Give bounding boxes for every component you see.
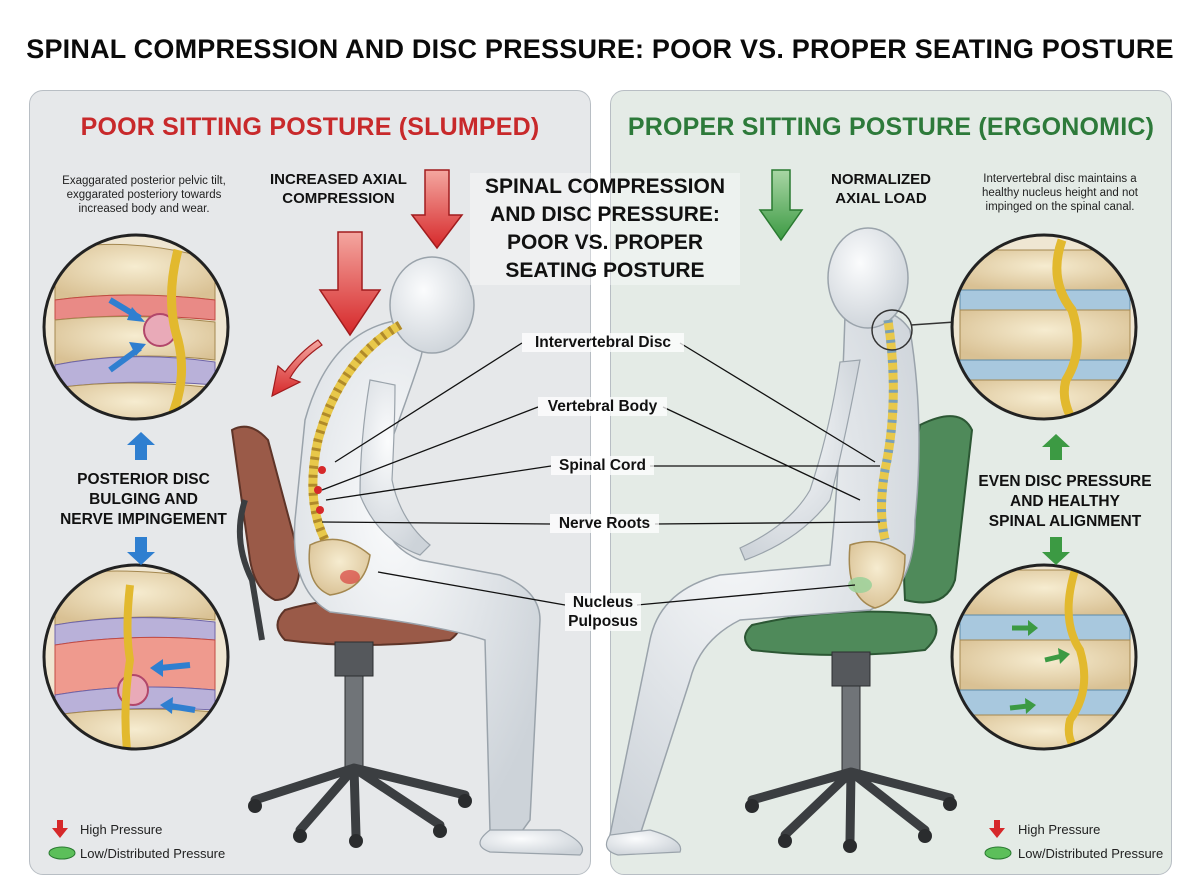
poor-disc-detail-top — [42, 233, 230, 421]
poor-posture-note: Exaggarated posterior pelvic tilt,exggar… — [62, 175, 226, 215]
label-vertebral-body: Vertebral Body — [538, 397, 667, 416]
label-nerve-roots: Nerve Roots — [550, 514, 659, 533]
label-spinal-cord: Spinal Cord — [551, 456, 654, 475]
legend-glyphs — [48, 820, 1012, 860]
right-callout-arrows — [1042, 434, 1070, 565]
legend-low-pressure: Low/Distributed Pressure — [80, 845, 226, 861]
left-callout-arrows — [127, 432, 155, 565]
label-intervertebral-disc: Intervertebral Disc — [522, 333, 684, 352]
slumped-figure — [293, 256, 584, 856]
legend-high-pressure: High Pressure — [80, 821, 163, 837]
poor-disc-detail-bottom — [42, 563, 230, 751]
proper-disc-detail-top — [950, 233, 1138, 421]
main-title: SPINAL COMPRESSION AND DISC PRESSURE: PO… — [26, 34, 1174, 64]
legend-low-pressure: Low/Distributed Pressure — [1018, 845, 1164, 861]
poor-posture-title: POOR SITTING POSTURE (SLUMPED) — [80, 113, 540, 141]
high-pressure-arrows — [271, 169, 464, 398]
legend-high-pressure: High Pressure — [1018, 821, 1101, 837]
ergonomic-chair — [744, 415, 974, 853]
upright-figure — [605, 227, 956, 856]
proper-disc-detail-bottom — [950, 563, 1138, 751]
normal-load-arrow — [758, 169, 804, 242]
poor-legend: High Pressure Low/Distributed Pressure — [80, 817, 225, 865]
proper-legend: High Pressure Low/Distributed Pressure — [1018, 817, 1163, 865]
slumped-chair — [230, 425, 472, 848]
leader-lines — [321, 342, 881, 606]
proper-posture-title: PROPER SITTING POSTURE (ERGONOMIC) — [627, 113, 1155, 141]
